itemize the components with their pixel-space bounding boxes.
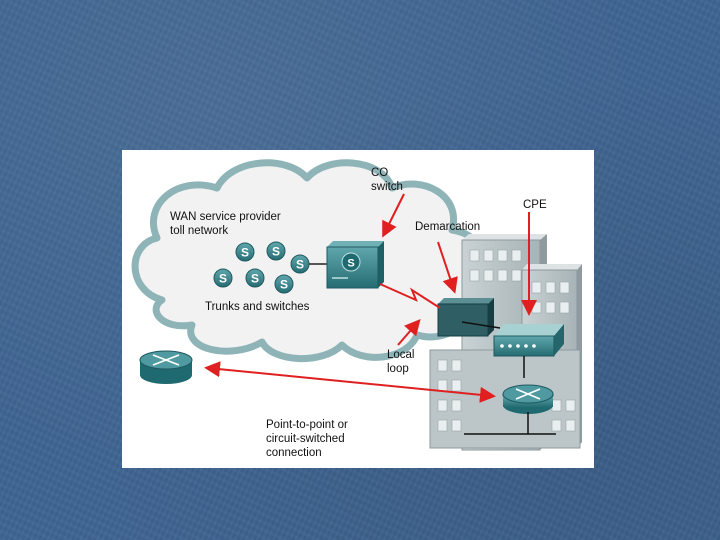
demarcation-label: Demarcation — [415, 221, 481, 233]
svg-text:S: S — [251, 272, 259, 286]
wan-diagram: S S S S S S S — [122, 150, 594, 468]
cpe-device — [493, 324, 564, 378]
switch-icon: S — [213, 268, 233, 288]
remote-router-icon — [139, 350, 193, 384]
local-loop-label: Local loop — [387, 349, 415, 375]
svg-text:S: S — [347, 258, 354, 270]
svg-text:S: S — [241, 246, 249, 260]
demarcation-device — [437, 298, 501, 337]
cpe-label: CPE — [523, 199, 547, 211]
co-switch-label: CO switch — [371, 167, 403, 193]
switch-icon: S — [274, 274, 294, 294]
co-switch-device: S — [326, 241, 384, 289]
lightning-link — [379, 283, 441, 309]
svg-text:S: S — [219, 272, 227, 286]
customer-router-icon — [464, 384, 556, 435]
connection-label: Point-to-point or circuit-switched conne… — [266, 419, 348, 459]
connection-lines — [204, 193, 537, 403]
co-switch-arrow — [382, 193, 405, 238]
switch-icon: S — [266, 241, 286, 261]
svg-text:S: S — [296, 258, 304, 272]
diagram-canvas: S S S S S S S — [131, 159, 582, 451]
trunks-label: Trunks and switches — [205, 301, 310, 313]
cloud-title-label: WAN service provider toll network — [170, 211, 281, 237]
local-loop-arrow — [397, 318, 421, 346]
point-to-point-arrow — [204, 361, 496, 403]
switch-icon: S — [245, 268, 265, 288]
svg-text:S: S — [280, 278, 288, 292]
demarcation-arrow — [437, 241, 458, 294]
switch-icons: S S S S S S — [213, 241, 327, 294]
switch-icon: S — [235, 242, 255, 262]
switch-icon: S — [290, 254, 310, 274]
svg-text:S: S — [272, 245, 280, 259]
